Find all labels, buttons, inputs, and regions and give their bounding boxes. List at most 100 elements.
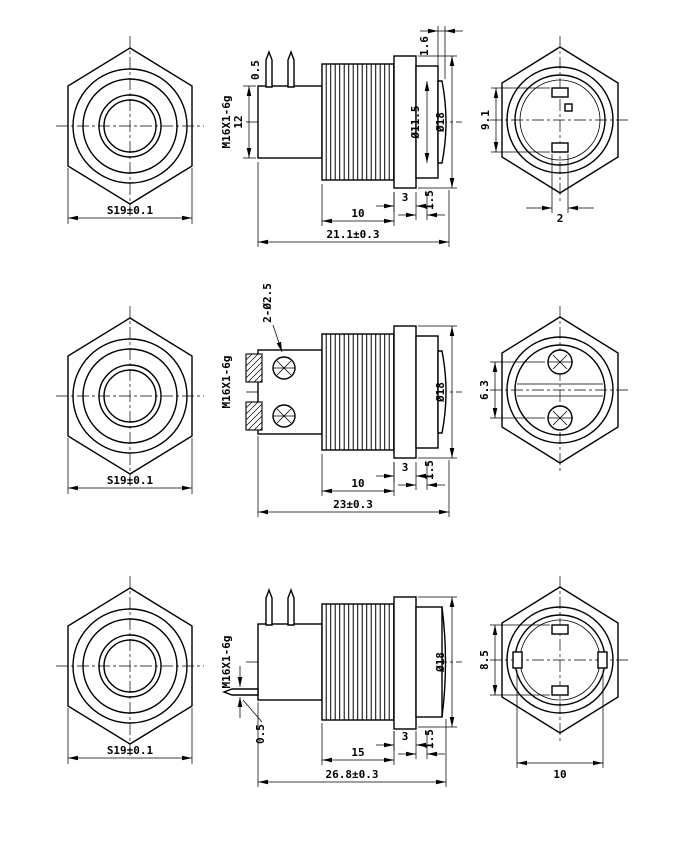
head-cylinder (415, 606, 443, 718)
dim-lip: 1.5 (398, 190, 445, 220)
dim-thread-length: 10 (321, 454, 395, 496)
dim-thread-spec: M16X1-6g (220, 96, 233, 149)
svg-text:3: 3 (402, 461, 409, 474)
dim-head-dia: Ø18 (418, 325, 457, 459)
dim-pin-width: 2 (526, 154, 594, 225)
dim-total-length: 26.8±0.3 (257, 702, 447, 787)
svg-text:2: 2 (557, 212, 564, 225)
long-terminal-pin (222, 688, 259, 696)
svg-text:10: 10 (351, 477, 364, 490)
inner-ring (519, 79, 601, 161)
dim-pin-thickness: 0.5 (249, 60, 262, 80)
front-view-row1: S19±0.1 (55, 35, 205, 224)
svg-text:15: 15 (351, 746, 364, 759)
dim-thread-spec: M16X1-6g (220, 636, 233, 689)
front-width-dimension-row1: S19±0.1 (67, 168, 193, 224)
svg-text:3: 3 (402, 730, 409, 743)
terminal-pin (287, 588, 295, 626)
side-view-row2: M16X1-6g 2-Ø2.5 Ø18 3 (220, 283, 462, 517)
dim-hex-width: S19±0.1 (107, 744, 154, 757)
dim-pin-span: 9.1 (479, 87, 550, 153)
wire-clamp (245, 401, 263, 431)
button-dome (437, 350, 447, 434)
blade-terminal (551, 624, 569, 635)
locating-lug (564, 103, 573, 112)
svg-text:0.5: 0.5 (254, 724, 267, 744)
svg-text:Ø18: Ø18 (434, 112, 447, 133)
threaded-bushing (321, 63, 395, 181)
hex-bezel-front (55, 305, 205, 487)
svg-text:Ø18: Ø18 (434, 652, 447, 673)
blade-terminal (512, 651, 523, 669)
dim-thread-spec: M16X1-6g (220, 356, 233, 409)
svg-text:Ø18: Ø18 (434, 382, 447, 403)
svg-text:3: 3 (402, 191, 409, 204)
svg-text:1.6: 1.6 (418, 36, 431, 56)
dim-total-length: 23±0.3 (257, 436, 450, 517)
dim-button-dia: Ø11.5 (409, 81, 430, 163)
hex-bezel-front (55, 35, 205, 217)
button-face (441, 606, 447, 718)
svg-text:8.5: 8.5 (478, 650, 491, 670)
blade-terminal (551, 142, 569, 153)
row-3: S19±0.1 0.5 M16X1-6g Ø (55, 575, 631, 787)
svg-text:6.3: 6.3 (478, 380, 491, 400)
back-view-row3: 8.5 10 (478, 575, 631, 781)
svg-text:10: 10 (351, 207, 364, 220)
svg-text:10: 10 (553, 768, 566, 781)
callout-screw-holes: 2-Ø2.5 (261, 283, 283, 353)
dim-button-protrusion: 1.6 (418, 26, 463, 79)
dim-pin-span-horizontal: 10 (516, 670, 604, 781)
svg-text:26.8±0.3: 26.8±0.3 (326, 768, 379, 781)
hex-shell-back (489, 305, 631, 475)
blade-terminal (551, 685, 569, 696)
front-view-row3: S19±0.1 (55, 575, 205, 764)
row-1: S19±0.1 M16X1-6g 12 0.5 (55, 26, 631, 247)
dim-head-dia: Ø18 (418, 596, 457, 728)
svg-text:1.5: 1.5 (423, 729, 436, 749)
flange (393, 325, 417, 459)
svg-text:9.1: 9.1 (479, 110, 492, 130)
svg-text:12: 12 (232, 115, 245, 128)
front-width-dimension-row3: S19±0.1 (67, 708, 193, 764)
wire-clamp (245, 353, 263, 383)
threaded-bushing (321, 333, 395, 451)
back-view-row1: 9.1 2 (479, 35, 631, 225)
rear-housing (257, 85, 323, 159)
svg-text:Ø11.5: Ø11.5 (409, 105, 422, 139)
dim-pin-span-vertical: 8.5 (478, 624, 550, 696)
rear-housing (257, 623, 323, 701)
blade-terminal (597, 651, 608, 669)
hex-shell-back (489, 35, 631, 205)
dim-thread-length: 15 (321, 723, 395, 765)
side-view-row1: M16X1-6g 12 0.5 1.6 Ø11.5 (220, 26, 463, 247)
hex-shell-back (489, 575, 631, 745)
terminal-pin (287, 50, 295, 88)
svg-text:1.5: 1.5 (423, 190, 436, 210)
svg-text:2-Ø2.5: 2-Ø2.5 (261, 283, 274, 323)
dim-head-dia: Ø18 (418, 55, 457, 189)
terminal-pin (265, 588, 273, 626)
row-2: S19±0.1 M16X1-6g 2-Ø2.5 (55, 283, 631, 517)
dim-pin-thickness: 0.5 (237, 666, 267, 744)
dim-hex-width: S19±0.1 (107, 474, 154, 487)
dim-total-length: 21.1±0.3 (257, 162, 450, 247)
front-width-dimension-row2: S19±0.1 (67, 438, 193, 494)
front-view-row2: S19±0.1 (55, 305, 205, 494)
svg-text:21.1±0.3: 21.1±0.3 (327, 228, 380, 241)
button-dome (437, 80, 447, 164)
flange (393, 596, 417, 730)
dim-hex-width: S19±0.1 (107, 204, 154, 217)
hex-bezel-front (55, 575, 205, 757)
side-view-row3: 0.5 M16X1-6g Ø18 3 (220, 588, 462, 787)
terminal-pin (265, 50, 273, 88)
threaded-bushing (321, 603, 395, 721)
back-view-row2: 6.3 (478, 305, 631, 475)
dim-housing-dia: 12 (232, 85, 256, 159)
blade-terminal (551, 87, 569, 98)
dim-lip: 1.5 (398, 460, 445, 490)
svg-text:23±0.3: 23±0.3 (333, 498, 373, 511)
dim-screw-span: 6.3 (478, 361, 545, 419)
